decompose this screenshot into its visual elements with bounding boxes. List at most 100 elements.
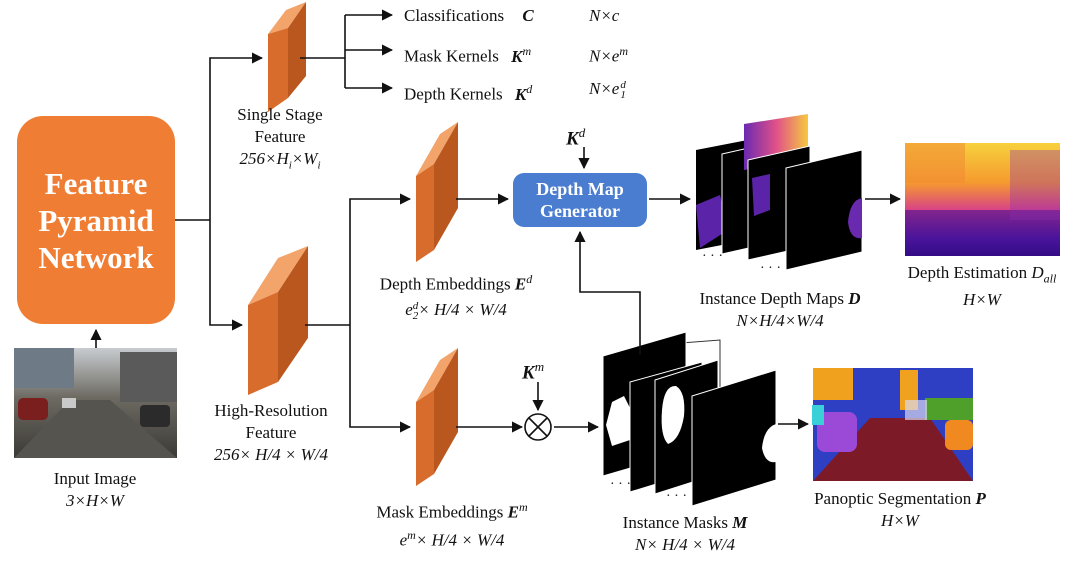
depth-estimation-label: Depth Estimation Dall H×W — [888, 262, 1076, 311]
output-classifications: Classifications C N×c — [404, 5, 619, 27]
depth-estimation-image — [905, 143, 1060, 256]
inst-depth-symbol: D — [848, 289, 861, 308]
mask-emb-text: Mask Embeddings — [376, 502, 508, 522]
output-symbol-sup: d — [526, 82, 533, 96]
inst-depth-dimension: N×H/4×W/4 — [736, 311, 824, 330]
mask-emb-dim-sup: m — [407, 527, 416, 542]
ellipsis-masks-1: · · · — [610, 477, 631, 492]
output-dim-base: N×e — [589, 46, 620, 66]
depth-emb-dim-base: e — [405, 299, 413, 319]
inst-masks-title: Instance Masks M — [590, 512, 780, 534]
fpn-line-1: Feature — [44, 165, 148, 201]
panoptic-title: Panoptic Segmentation P — [790, 488, 1010, 510]
single-stage-feature-map — [268, 2, 306, 112]
depth-map-generator-block: Depth Map Generator — [513, 173, 647, 227]
depth-embeddings-title: Depth Embeddings Ed — [356, 268, 556, 296]
panoptic-symbol: P — [975, 489, 986, 508]
depth-kernel-input-label: Kd — [566, 122, 585, 150]
high-resolution-feature-label: High-Resolution Feature 256× H/4 × W/4 — [186, 400, 356, 466]
mask-embeddings-label: Mask Embeddings Em em× H/4 × W/4 — [352, 496, 552, 551]
ellipsis-masks-2: · · · — [666, 489, 687, 504]
depth-emb-dim-rest: × H/4 × W/4 — [418, 299, 507, 319]
output-mask-kernels: Mask Kernels Km N×em — [404, 40, 628, 68]
output-dimension: N×em — [589, 40, 628, 68]
instance-masks-label: Instance Masks M N× H/4 × W/4 — [590, 512, 780, 556]
input-image-thumbnail — [14, 348, 177, 458]
output-symbol-sup: m — [522, 44, 532, 58]
single-stage-line-1: Single Stage — [237, 105, 323, 124]
kd-symbol: K — [566, 128, 579, 150]
inst-depth-text: Instance Depth Maps — [699, 289, 849, 308]
output-symbol: K — [514, 84, 527, 104]
mask-emb-symbol: E — [507, 502, 519, 522]
feature-pyramid-network-block: Feature Pyramid Network — [17, 116, 175, 324]
input-image-dimension: 3×H×W — [66, 491, 124, 510]
output-dimension: N×c — [589, 6, 620, 25]
mask-embeddings-dimension: em× H/4 × W/4 — [352, 524, 552, 552]
depth-emb-dim-sub: 2 — [412, 309, 419, 322]
output-dim-sup: m — [619, 44, 629, 58]
depth-emb-symbol: E — [514, 274, 527, 294]
ss-dim-sub-1: i — [288, 159, 292, 172]
km-symbol: K — [522, 362, 535, 384]
output-symbol: C — [522, 6, 534, 25]
mask-emb-dim-rest: × H/4 × W/4 — [415, 530, 505, 550]
output-symbol: K — [511, 46, 523, 66]
input-image-line-1: Input Image — [53, 469, 137, 488]
depth-est-title: Depth Estimation Dall — [888, 262, 1076, 289]
ss-dim-a: 256×H — [239, 149, 289, 168]
ss-dim-sub-2: i — [317, 159, 321, 172]
mask-kernel-input-label: Km — [522, 356, 544, 384]
instance-depth-maps-stack — [696, 114, 863, 271]
inst-masks-dimension: N× H/4 × W/4 — [635, 535, 735, 554]
output-dim-base: N×e — [589, 79, 620, 98]
high-resolution-feature-map — [248, 246, 308, 395]
ellipsis-depth-maps-1: · · · — [702, 249, 723, 264]
inst-masks-symbol: M — [732, 513, 748, 532]
depth-emb-symbol-sup: d — [526, 272, 533, 286]
depth-est-symbol: D — [1031, 263, 1044, 282]
fpn-line-2: Pyramid — [38, 202, 154, 238]
input-image-label: Input Image 3×H×W — [30, 468, 160, 512]
multiply-operator-icon — [524, 413, 552, 441]
mask-embeddings-title: Mask Embeddings Em — [352, 496, 552, 524]
high-res-line-2: Feature — [245, 423, 297, 442]
depth-est-sub: all — [1043, 271, 1057, 286]
mask-emb-dim-base: e — [399, 530, 408, 550]
high-res-line-1: High-Resolution — [214, 401, 328, 420]
high-res-dimension: 256× H/4 × W/4 — [213, 445, 329, 464]
inst-depth-title: Instance Depth Maps D — [675, 288, 885, 310]
mask-emb-symbol-sup: m — [518, 500, 528, 514]
instance-masks-stack — [602, 331, 777, 507]
panoptic-text: Panoptic Segmentation — [814, 489, 976, 508]
output-label: Classifications — [404, 6, 505, 25]
depth-emb-dim-sup: d — [412, 299, 419, 312]
output-label: Depth Kernels — [404, 84, 503, 104]
ss-dim-b: ×W — [291, 149, 318, 168]
kd-sup: d — [578, 125, 586, 140]
instance-depth-maps-label: Instance Depth Maps D N×H/4×W/4 — [675, 288, 885, 332]
panoptic-segmentation-image — [812, 368, 973, 481]
depth-embedding-map — [416, 122, 458, 262]
single-stage-feature-label: Single Stage Feature 256×Hi×Wi — [220, 104, 340, 176]
mask-embedding-map — [416, 348, 458, 486]
km-sup: m — [534, 359, 545, 374]
dmg-line-1: Depth Map — [536, 179, 624, 199]
output-dim-sub: 1 — [620, 89, 626, 102]
depth-est-dimension: H×W — [963, 290, 1001, 310]
panoptic-segmentation-label: Panoptic Segmentation P H×W — [790, 488, 1010, 532]
panoptic-dimension: H×W — [881, 511, 919, 530]
dmg-line-2: Generator — [540, 201, 620, 221]
ellipsis-depth-maps-2: · · · — [760, 261, 781, 276]
fpn-line-3: Network — [38, 239, 154, 275]
depth-emb-text: Depth Embeddings — [379, 274, 515, 294]
single-stage-dimension: 256×Hi×Wi — [220, 148, 340, 176]
inst-masks-text: Instance Masks — [622, 513, 733, 532]
depth-est-text: Depth Estimation — [907, 263, 1032, 282]
